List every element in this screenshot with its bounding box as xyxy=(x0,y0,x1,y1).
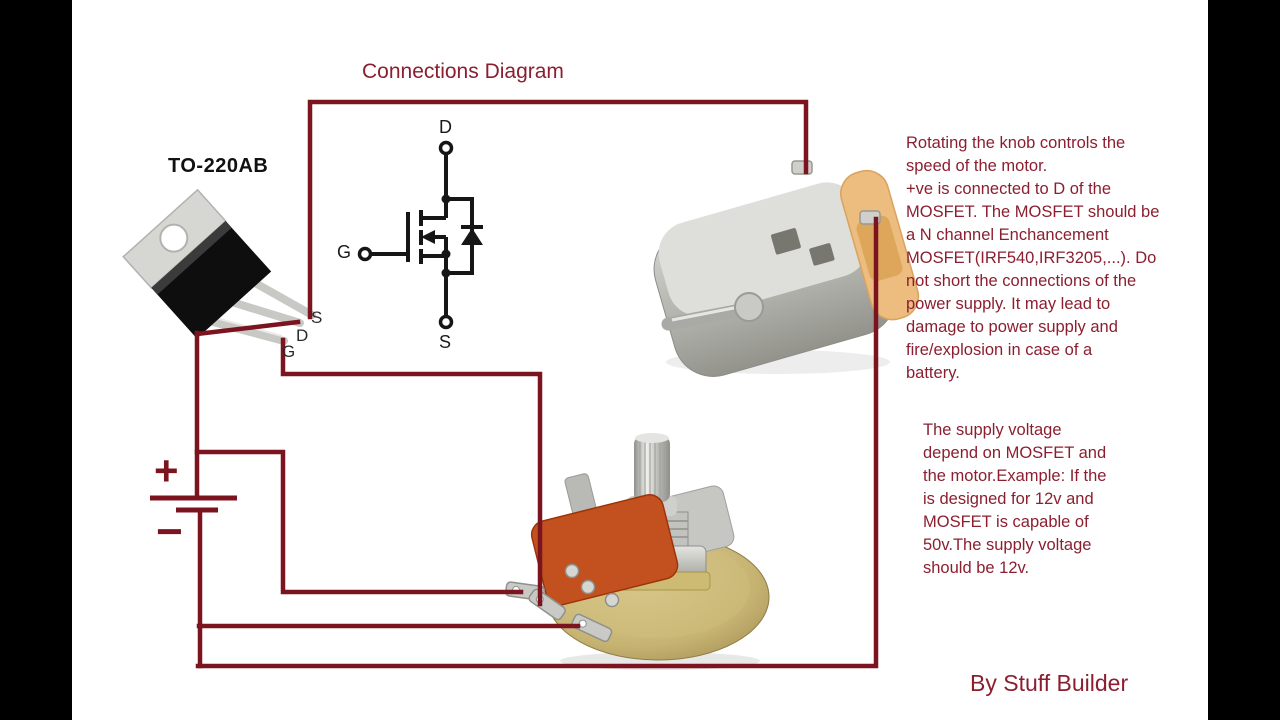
credit-byline: By Stuff Builder xyxy=(970,670,1129,696)
note-line: the motor.Example: If the xyxy=(923,467,1107,485)
motor-vent-hole-2 xyxy=(809,243,835,266)
right-letterbox-bar xyxy=(1208,0,1280,720)
pot-rivet-1 xyxy=(564,563,580,579)
schematic-label-drain: D xyxy=(439,117,452,137)
page-title: Connections Diagram xyxy=(362,60,564,83)
to220-lead-d xyxy=(231,299,304,327)
note-line: MOSFET is capable of xyxy=(923,513,1089,531)
pot-rivet-3 xyxy=(604,592,620,608)
note-knob-and-mosfet: Rotating the knob controls the speed of … xyxy=(906,132,1159,385)
note-line: speed of the motor. xyxy=(906,157,1048,175)
note-line: MOSFET(IRF540,IRF3205,...). Do xyxy=(906,249,1157,267)
potentiometer-illustration xyxy=(504,433,770,670)
pot-shaft-knurl xyxy=(639,437,666,501)
motor-cap-capacitor xyxy=(856,215,903,281)
schematic-label-gate: G xyxy=(337,242,352,262)
left-letterbox-bar xyxy=(0,0,72,720)
note-line: damage to power supply and xyxy=(906,318,1118,336)
circuit-wires xyxy=(194,99,879,669)
package-pin-label-d: D xyxy=(296,326,309,345)
note-line: +ve is connected to D of the xyxy=(906,180,1112,198)
motor-shaft-hub xyxy=(734,292,764,322)
wire-positive-to-pot xyxy=(194,449,524,595)
mosfet-schematic-symbol xyxy=(357,140,483,330)
to220-package-illustration xyxy=(122,188,316,345)
motor-shaft-highlight xyxy=(671,304,745,322)
to220-mounting-hole xyxy=(159,223,189,253)
schematic-junction-dot xyxy=(441,268,451,278)
note-line: battery. xyxy=(906,364,960,382)
package-pin-label-g: G xyxy=(282,342,296,361)
motor-shaft xyxy=(661,302,753,331)
pot-shaft xyxy=(634,436,670,502)
battery-plus-label: + xyxy=(154,447,179,494)
note-line: fire/explosion in case of a xyxy=(906,341,1093,359)
to220-plastic-body xyxy=(151,221,272,339)
motor-terminal-1 xyxy=(791,160,813,175)
note-line: depend on MOSFET and xyxy=(923,444,1107,462)
schematic-diode-triangle xyxy=(461,228,483,245)
motor-vent-hole-1 xyxy=(770,228,801,255)
note-line: The supply voltage xyxy=(923,421,1062,439)
motor-top-face xyxy=(658,182,868,317)
schematic-junction-dot xyxy=(441,249,451,259)
note-line: 50v.The supply voltage xyxy=(923,536,1092,554)
schematic-junction-dot xyxy=(441,194,451,204)
package-pin-label-s: S xyxy=(311,308,323,327)
note-line: should be 12v. xyxy=(923,559,1030,577)
dc-motor-illustration xyxy=(653,160,920,378)
pot-shaft-top xyxy=(635,433,669,443)
pot-rivet-2 xyxy=(580,579,596,595)
note-line: not short the connections of the xyxy=(906,272,1137,290)
schematic-body-arrow xyxy=(421,230,435,244)
note-line: a N channel Enchancement xyxy=(906,226,1109,244)
to220-lead-g xyxy=(209,318,288,345)
schematic-drain-terminal xyxy=(438,140,454,156)
note-line: is designed for 12v and xyxy=(923,490,1094,508)
battery-minus-label: − xyxy=(156,505,183,557)
note-line: MOSFET. The MOSFET should be xyxy=(906,203,1160,221)
note-supply-voltage: The supply voltage depend on MOSFET and … xyxy=(923,419,1106,580)
package-label: TO-220AB xyxy=(168,155,269,177)
to220-lead-s xyxy=(253,280,316,319)
schematic-gate-terminal xyxy=(357,246,373,262)
wire-drain-diagonal xyxy=(194,319,301,337)
wire-gate-to-wiper xyxy=(280,337,543,607)
pot-terminal-3 xyxy=(571,613,613,643)
wire-source-to-motor xyxy=(307,99,809,320)
note-line: power supply. It may lead to xyxy=(906,295,1111,313)
wire-motor-return xyxy=(195,216,879,669)
schematic-label-source: S xyxy=(439,332,452,352)
battery-symbol xyxy=(150,495,237,513)
to220-body-bevel xyxy=(151,221,232,295)
note-line: Rotating the knob controls the xyxy=(906,134,1126,152)
schematic-source-terminal xyxy=(438,314,454,330)
